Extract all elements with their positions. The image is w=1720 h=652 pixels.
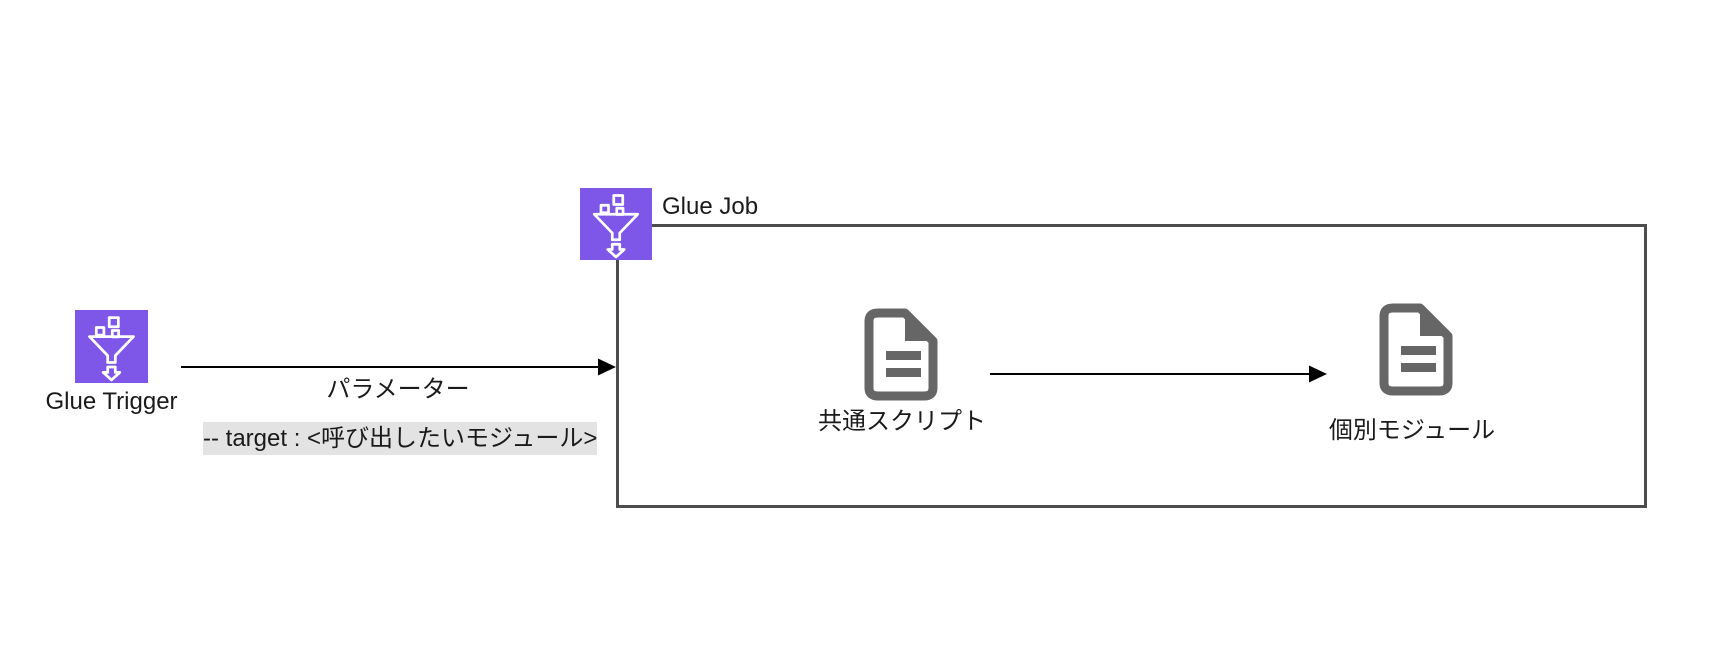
glue-job-label: Glue Job (662, 193, 759, 220)
glue-trigger-node (75, 310, 148, 383)
document-icon (1377, 303, 1453, 397)
document-icon (862, 308, 938, 402)
glue-job-container (616, 224, 1647, 508)
edge-parameter-label: パラメーター (326, 376, 470, 403)
edge-trigger-to-job-arrow (181, 358, 616, 376)
glue-funnel-icon (580, 188, 652, 260)
glue-funnel-icon (75, 310, 148, 383)
glue-job-node (580, 188, 652, 260)
common-script-node (862, 308, 938, 402)
edge-target-annotation: -- target : <呼び出したいモジュール> (203, 422, 597, 455)
individual-module-label: 個別モジュール (1328, 417, 1496, 444)
common-script-label: 共通スクリプト (818, 408, 986, 435)
individual-module-node (1377, 303, 1453, 397)
glue-trigger-label: Glue Trigger (45, 388, 178, 415)
